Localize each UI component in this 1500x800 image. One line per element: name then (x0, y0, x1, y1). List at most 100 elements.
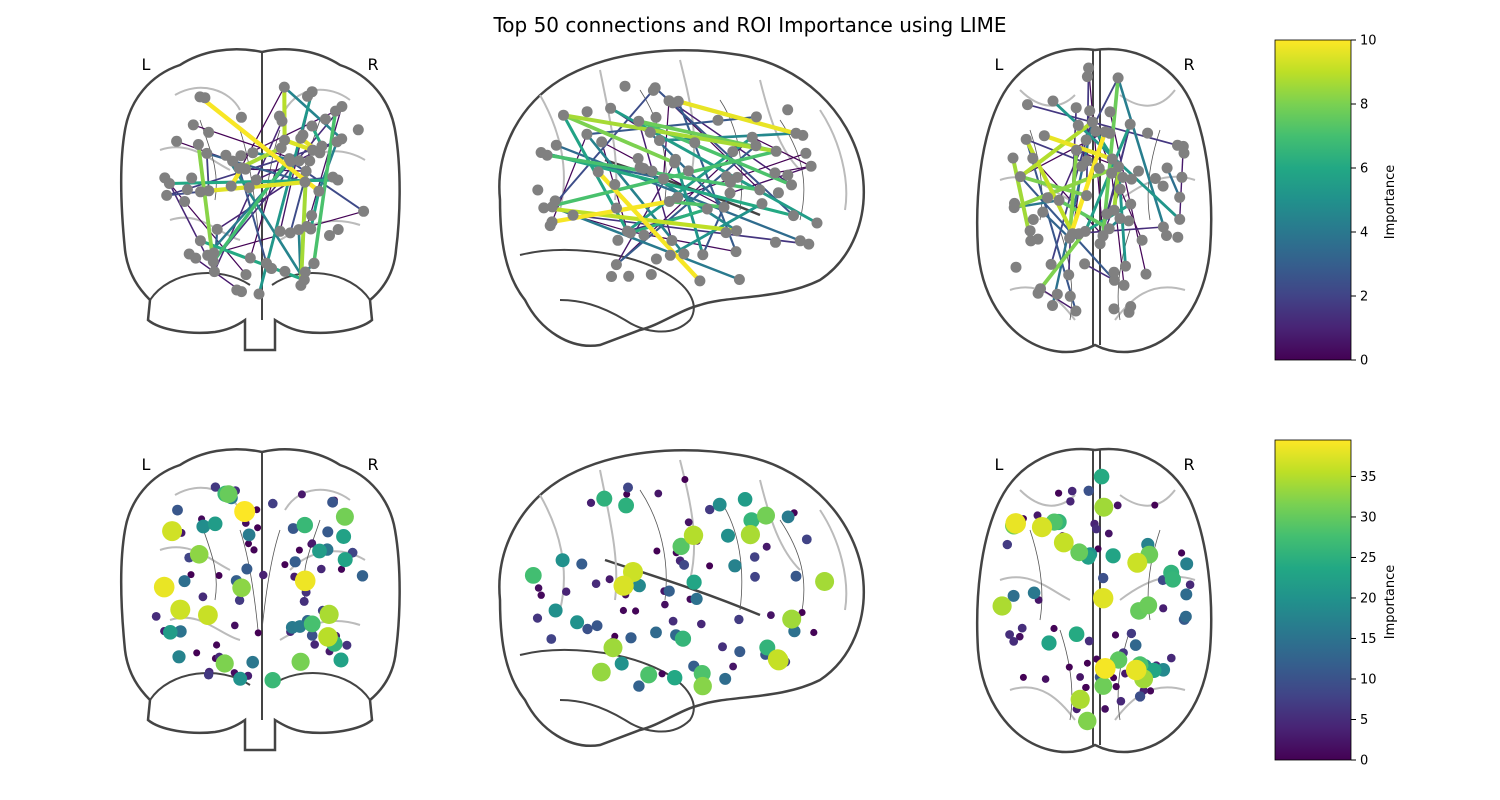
roi-node (805, 160, 817, 172)
roi-node (650, 253, 662, 265)
roi-node (611, 202, 622, 214)
connection-edge (208, 179, 306, 193)
connection-edge (615, 144, 757, 266)
roi-importance-marker (633, 680, 645, 692)
roi-importance-marker (215, 654, 234, 673)
roi-importance-marker (356, 570, 369, 582)
roi-importance-marker (335, 507, 354, 526)
bottom-axial-view: L R (975, 447, 1213, 754)
roi-node (358, 205, 370, 217)
roi-importance-marker (798, 609, 806, 616)
roi-node (1070, 144, 1082, 156)
roi-node (1064, 290, 1076, 302)
roi-importance-marker (1180, 588, 1193, 601)
roi-importance-marker (318, 627, 338, 647)
top-sagittal-nodes (532, 80, 823, 287)
roi-node (1104, 127, 1116, 139)
roi-node (670, 153, 681, 165)
connection-edge (1013, 165, 1120, 210)
connection-edge (1109, 111, 1147, 275)
roi-node (308, 257, 320, 269)
roi-importance-marker (1066, 497, 1075, 506)
top-coronal-left-label: L (142, 55, 151, 74)
roi-node (1118, 279, 1130, 291)
roi-importance-marker (1167, 653, 1176, 663)
roi-node (1079, 225, 1091, 237)
roi-importance-marker (790, 570, 802, 582)
roi-node (644, 126, 656, 138)
roi-node (1103, 223, 1115, 235)
colorbar-tick-label: 25 (1360, 551, 1377, 566)
roi-importance-marker (254, 629, 262, 637)
roi-importance-marker (1126, 628, 1137, 639)
roi-node (305, 223, 317, 235)
roi-importance-marker (653, 547, 661, 555)
roi-node (244, 252, 256, 264)
roi-node (186, 172, 198, 184)
roi-node (306, 120, 318, 132)
roi-importance-marker (337, 565, 346, 573)
connection-edge (1019, 174, 1088, 198)
roi-node (782, 104, 794, 116)
roi-node (658, 173, 669, 185)
roi-node (750, 140, 762, 152)
roi-node (1067, 228, 1079, 240)
roi-node (1032, 233, 1044, 245)
roi-importance-marker (295, 546, 303, 554)
roi-node (1079, 258, 1091, 270)
roi-node (596, 136, 608, 148)
top-axial-view: L R (975, 47, 1213, 354)
roi-node (1042, 192, 1054, 204)
roi-importance-marker (178, 575, 191, 588)
roi-node (1090, 125, 1102, 137)
roi-importance-marker (264, 672, 281, 689)
roi-node (1072, 119, 1084, 131)
roi-node (327, 171, 339, 183)
roi-importance-marker (1083, 485, 1094, 496)
roi-node (1149, 173, 1161, 184)
roi-importance-marker (1101, 705, 1109, 713)
roi-importance-marker (815, 572, 835, 591)
connection-edge (774, 165, 812, 174)
roi-node (1022, 99, 1033, 111)
roi-node (199, 92, 211, 104)
connection-edge (1067, 131, 1108, 239)
roi-importance-marker (1070, 543, 1089, 562)
roi-importance-marker (322, 526, 334, 538)
roi-importance-marker (1125, 659, 1147, 681)
roi-importance-marker (1041, 675, 1050, 683)
connection-edge (677, 100, 737, 252)
roi-node (307, 144, 319, 156)
roi-node (697, 249, 709, 261)
roi-node (247, 147, 259, 159)
roi-importance-marker (672, 537, 690, 556)
connection-edge (1116, 77, 1168, 236)
roi-node (1133, 165, 1144, 177)
roi-node (609, 179, 621, 190)
roi-node (1045, 258, 1057, 270)
roi-importance-marker (296, 516, 313, 534)
roi-node (298, 274, 310, 286)
bottom-coronal-right-label: R (367, 455, 378, 474)
roi-importance-marker (203, 670, 214, 680)
colorbar-tick-label: 4 (1360, 226, 1368, 241)
roi-importance-marker (287, 523, 299, 534)
roi-importance-marker (1094, 497, 1114, 517)
roi-node (1113, 161, 1125, 173)
roi-node (235, 150, 247, 162)
roi-importance-marker (1019, 673, 1027, 681)
roi-node (1106, 167, 1118, 179)
roi-node (689, 137, 701, 149)
connections-colorbar-gradient (1274, 39, 1352, 361)
roi-importance-marker (684, 518, 693, 527)
roi-node (663, 196, 675, 207)
roi-node (606, 271, 617, 282)
roi-node (324, 230, 335, 241)
roi-importance-marker (1082, 683, 1090, 691)
roi-node (1125, 198, 1137, 210)
roi-importance-marker (1017, 623, 1027, 633)
roi-importance-marker (198, 605, 218, 625)
roi-importance-marker (759, 639, 776, 656)
